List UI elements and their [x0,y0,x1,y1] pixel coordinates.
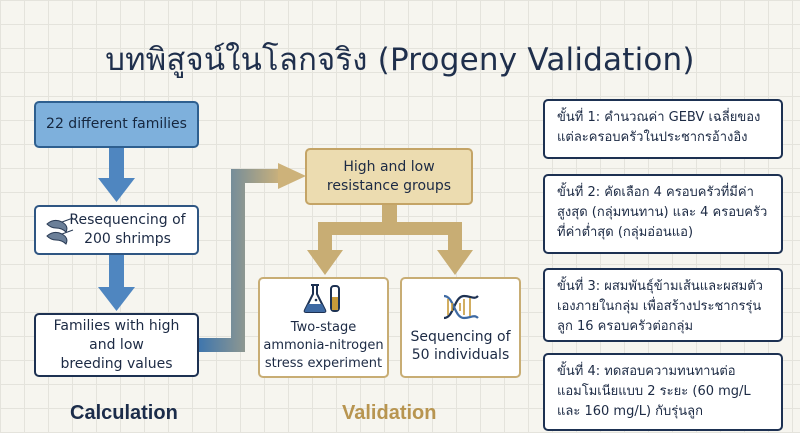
step-3-text: ขั้นที่ 3: ผสมพันธุ์ข้ามเส้นและผสมตัวเอง… [557,279,763,334]
groups-line-2: resistance groups [326,177,452,194]
stress-line-2: ammonia-nitrogen [263,337,384,353]
arrow-reseq-to-high [98,255,135,311]
stress-experiment-box: Two-stage ammonia-nitrogen stress experi… [258,277,389,378]
sequencing-box: Sequencing of 50 individuals [400,277,521,378]
reseq-line-1: Resequencing of [69,212,186,228]
seq-line-2: 50 individuals [411,346,510,363]
step-4-text: ขั้นที่ 4: ทดสอบความทนทานต่อแอมโมเนียแบบ… [557,364,751,419]
stress-line-3: stress experiment [264,355,383,371]
resistance-groups-box: High and low resistance groups [305,148,473,205]
high-line-1: Families with high [53,317,180,334]
high-line-2: and low [89,336,144,353]
step-4-box: ขั้นที่ 4: ทดสอบความทนทานต่อแอมโมเนียแบบ… [543,353,783,431]
resequencing-box: Resequencing of 200 shrimps [34,205,199,255]
arrow-high-to-groups [199,163,306,352]
arrow-groups-split [307,205,473,275]
high-line-3: breeding values [60,355,173,372]
step-1-box: ขั้นที่ 1: คำนวณค่า GEBV เฉลี่ยของแต่ละค… [543,99,783,159]
page-title: บทพิสูจน์ในโลกจริง (Progeny Validation) [105,42,695,78]
validation-label: Validation [342,402,437,424]
step-2-text: ขั้นที่ 2: คัดเลือก 4 ครอบครัวที่มีค่าสู… [557,185,768,240]
groups-line-1: High and low [343,158,435,175]
step-3-box: ขั้นที่ 3: ผสมพันธุ์ข้ามเส้นและผสมตัวเอง… [543,268,783,342]
step-1-text: ขั้นที่ 1: คำนวณค่า GEBV เฉลี่ยของแต่ละค… [557,110,761,145]
stress-line-1: Two-stage [290,319,357,335]
families-box: 22 different families [34,101,199,148]
calculation-label: Calculation [70,402,178,424]
step-2-box: ขั้นที่ 2: คัดเลือก 4 ครอบครัวที่มีค่าสู… [543,174,783,254]
reseq-line-2: 200 shrimps [84,231,171,247]
seq-line-1: Sequencing of [410,328,511,345]
lab-flask-icon [303,283,340,313]
families-label: 22 different families [46,116,187,132]
shrimp-icon [46,217,74,245]
dna-icon [443,294,479,319]
breeding-values-box: Families with high and low breeding valu… [34,313,199,377]
arrow-families-to-reseq [98,148,135,202]
